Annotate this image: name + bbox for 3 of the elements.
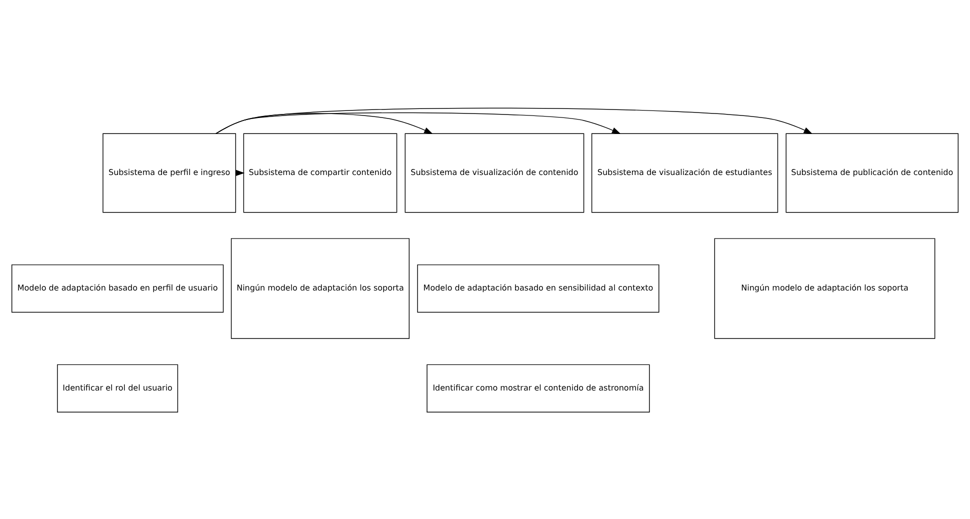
arrow [216, 107, 813, 134]
arrow [216, 112, 433, 134]
arrow [216, 112, 621, 134]
